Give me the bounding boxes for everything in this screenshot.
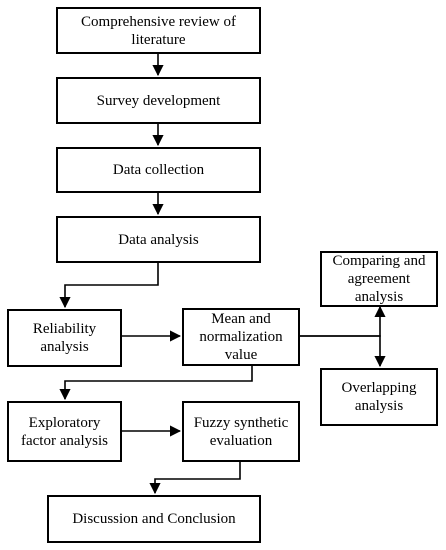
node-comparing-agreement: Comparing and agreement analysis — [320, 251, 438, 307]
node-exploratory-factor: Exploratory factor analysis — [7, 401, 122, 462]
node-fuzzy-synthetic: Fuzzy synthetic evaluation — [182, 401, 300, 462]
node-label: Discussion and Conclusion — [72, 511, 236, 527]
node-label: Comparing and agreement analysis — [332, 253, 426, 305]
node-label: Mean and normalization value — [199, 311, 283, 363]
node-survey-development: Survey development — [56, 77, 261, 124]
node-discussion-conclusion: Discussion and Conclusion — [47, 495, 261, 543]
node-label: Reliability analysis — [32, 321, 97, 355]
node-label: Comprehensive review of literature — [81, 13, 236, 48]
node-label: Exploratory factor analysis — [20, 414, 109, 449]
node-mean-normalization: Mean and normalization value — [182, 308, 300, 366]
node-data-collection: Data collection — [56, 147, 261, 193]
node-label: Data analysis — [118, 231, 199, 248]
node-label: Data collection — [112, 162, 205, 178]
arrow-mean-to-overlapping — [300, 335, 386, 368]
node-reliability-analysis: Reliability analysis — [7, 309, 122, 367]
node-label: Overlapping analysis — [341, 380, 417, 414]
arrow-analysis-to-reliability — [59, 263, 159, 309]
node-literature-review: Comprehensive review of literature — [56, 7, 261, 54]
node-label: Survey development — [96, 92, 221, 109]
node-data-analysis: Data analysis — [56, 216, 261, 263]
arrow-fuzzy-to-discussion — [149, 462, 241, 495]
node-label: Fuzzy synthetic evaluation — [193, 414, 289, 449]
node-overlapping-analysis: Overlapping analysis — [320, 368, 438, 426]
arrow-mean-to-comparing — [300, 305, 386, 337]
arrow-mean-to-exploratory — [59, 366, 253, 401]
